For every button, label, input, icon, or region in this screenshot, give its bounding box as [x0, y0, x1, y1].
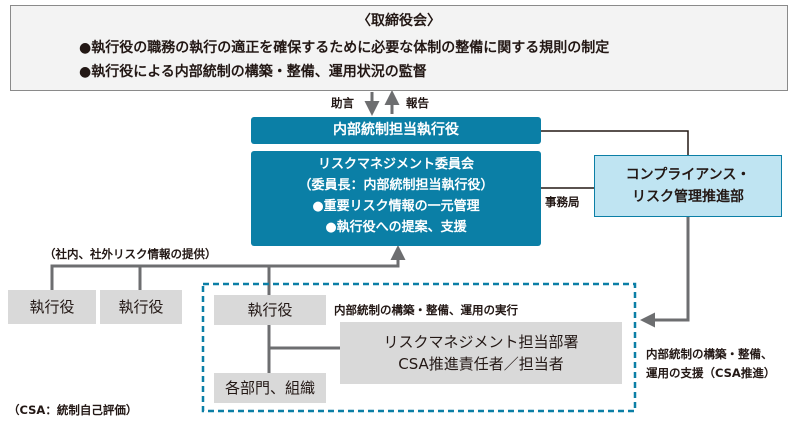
support-line: 内部統制の構築・整備、	[646, 347, 773, 361]
secretariat-label: 事務局	[545, 195, 580, 209]
support-label: 内部統制の構築・整備、 運用の支援（CSA推進）	[646, 345, 775, 383]
compliance-line: リスク管理推進部	[632, 189, 744, 205]
committee-line: （委員長：内部統制担当執行役）	[298, 178, 494, 193]
report-label: 報告	[406, 96, 429, 110]
footnote: （CSA：統制自己評価）	[8, 403, 138, 417]
implementation-label: 内部統制の構築・整備、運用の実行	[334, 303, 518, 317]
board-item: ●執行役による内部統制の構築・整備、運用状況の監督	[79, 64, 427, 80]
committee-line: ●重要リスク情報の一元管理	[312, 199, 480, 214]
compliance-dept-box: コンプライアンス・ リスク管理推進部	[594, 155, 782, 217]
divisions-box: 各部門、組織	[214, 373, 326, 403]
rm-department-line: リスクマネジメント担当部署	[383, 333, 579, 351]
internal-control-officer-box: 内部統制担当執行役	[251, 117, 541, 144]
executive-box: 執行役	[8, 290, 96, 324]
rm-department-box: リスクマネジメント担当部署 CSA推進責任者／担当者	[340, 322, 622, 384]
committee-line: リスクマネジメント委員会	[317, 157, 474, 172]
support-arrow	[640, 217, 690, 328]
risk-info-label: （社内、社外リスク情報の提供）	[44, 247, 217, 261]
committee-line: ●執行役への提案、支援	[325, 220, 467, 235]
internal-control-frame	[201, 282, 637, 413]
officer-compliance-line	[541, 130, 689, 155]
support-line: 運用の支援（CSA推進）	[646, 366, 776, 380]
board-title: 〈取締役会〉	[357, 13, 441, 29]
info-flow-line	[50, 245, 406, 290]
rm-department-line: CSA推進責任者／担当者	[398, 355, 564, 373]
executive-box: 執行役	[100, 290, 182, 324]
board-of-directors-box: 〈取締役会〉 ●執行役の職務の執行の適正を確保するために必要な体制の整備に関する…	[10, 5, 788, 91]
risk-committee-box: リスクマネジメント委員会 （委員長：内部統制担当執行役） ●重要リスク情報の一元…	[251, 151, 541, 246]
advice-label: 助言	[331, 96, 354, 110]
board-item: ●執行役の職務の執行の適正を確保するために必要な体制の整備に関する規則の制定	[79, 40, 610, 56]
compliance-line: コンプライアンス・	[625, 167, 751, 183]
executive-main-box: 執行役	[214, 295, 326, 325]
